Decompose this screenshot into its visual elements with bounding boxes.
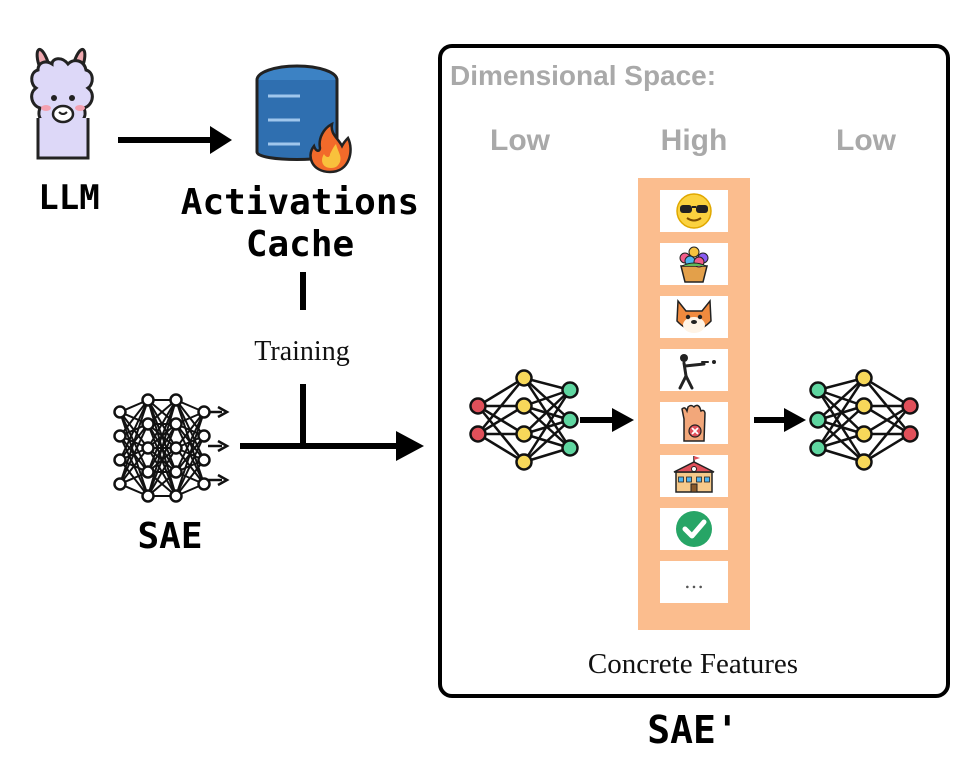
sae-node <box>113 429 127 443</box>
sae-node <box>169 417 183 431</box>
sae-node <box>141 441 155 455</box>
sae-node <box>169 393 183 407</box>
low-dimension-label-left: Low <box>490 124 550 157</box>
network-node <box>855 425 873 443</box>
high-dimension-label: High <box>660 124 728 157</box>
feature-cell <box>660 561 728 603</box>
sae-node <box>141 393 155 407</box>
network-node <box>809 381 827 399</box>
sae-node <box>113 477 127 491</box>
sae-node <box>169 489 183 503</box>
person-firing-gun-icon <box>678 354 716 390</box>
stop-hand-icon <box>681 404 706 442</box>
network-node <box>515 453 533 471</box>
sae-node <box>169 465 183 479</box>
sunglasses-face-icon <box>676 193 712 229</box>
sae-node <box>169 441 183 455</box>
school-building-icon <box>673 456 715 493</box>
network-node <box>901 425 919 443</box>
network-node <box>561 411 579 429</box>
feature-cell <box>660 349 728 391</box>
sae-node <box>141 489 155 503</box>
training-label: Training <box>254 336 350 367</box>
sae-node <box>113 453 127 467</box>
cache-label: Cache <box>245 224 355 265</box>
sae-node <box>141 417 155 431</box>
sae-node <box>141 465 155 479</box>
network-node <box>561 381 579 399</box>
flame-icon <box>309 121 352 174</box>
network-node <box>515 397 533 415</box>
llama-icon <box>30 47 94 160</box>
llm-label: LLM <box>38 178 100 218</box>
network-node <box>855 453 873 471</box>
network-node <box>515 425 533 443</box>
encoder-network-icon <box>469 369 579 471</box>
low-dimension-label-right: Low <box>836 124 896 157</box>
sae-node <box>197 453 211 467</box>
decoder-network-icon <box>809 369 919 471</box>
check-mark-icon <box>676 511 712 547</box>
network-node <box>809 439 827 457</box>
shiba-dog-icon <box>676 298 712 333</box>
flower-pot-icon <box>679 246 709 283</box>
sae-network-icon <box>113 393 230 503</box>
network-node <box>855 369 873 387</box>
sae-node <box>113 405 127 419</box>
network-node <box>855 397 873 415</box>
network-node <box>469 397 487 415</box>
sae-prime-label: SAE' <box>647 708 739 752</box>
network-node <box>901 397 919 415</box>
sae-node <box>197 405 211 419</box>
panel-title: Dimensional Space: <box>450 60 717 91</box>
network-node <box>809 411 827 429</box>
network-node <box>561 439 579 457</box>
sae-node <box>197 429 211 443</box>
sae-label: SAE <box>137 516 203 557</box>
ellipsis-label: … <box>684 569 704 593</box>
activations-label: Activations <box>180 182 420 223</box>
concrete-features-caption: Concrete Features <box>587 648 799 680</box>
network-node <box>515 369 533 387</box>
sae-node <box>197 477 211 491</box>
network-node <box>469 425 487 443</box>
